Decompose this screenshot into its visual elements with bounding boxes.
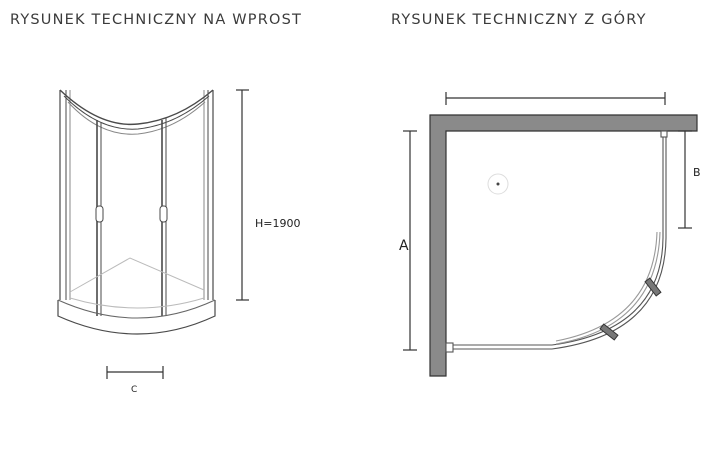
- drain-icon: [487, 173, 509, 195]
- dimension-b: [678, 130, 692, 229]
- dimension-a: [403, 130, 417, 351]
- front-view-title: RYSUNEK TECHNICZNY NA WPROST: [10, 12, 303, 28]
- wall-outline: [429, 114, 698, 377]
- dimension-a-label: A: [399, 238, 409, 254]
- roller-lower: [599, 323, 619, 341]
- width-label: C: [131, 385, 137, 395]
- enclosure-panels: [445, 130, 668, 353]
- top-view-title: RYSUNEK TECHNICZNY Z GÓRY: [391, 12, 647, 28]
- top-width-dimension: [445, 92, 666, 105]
- height-label: H=1900: [255, 217, 300, 230]
- height-dimension: [236, 89, 249, 301]
- front-view-drawing: [57, 89, 216, 335]
- dimension-b-label: B: [693, 166, 701, 179]
- roller-upper: [644, 277, 662, 297]
- width-dimension: [106, 366, 164, 379]
